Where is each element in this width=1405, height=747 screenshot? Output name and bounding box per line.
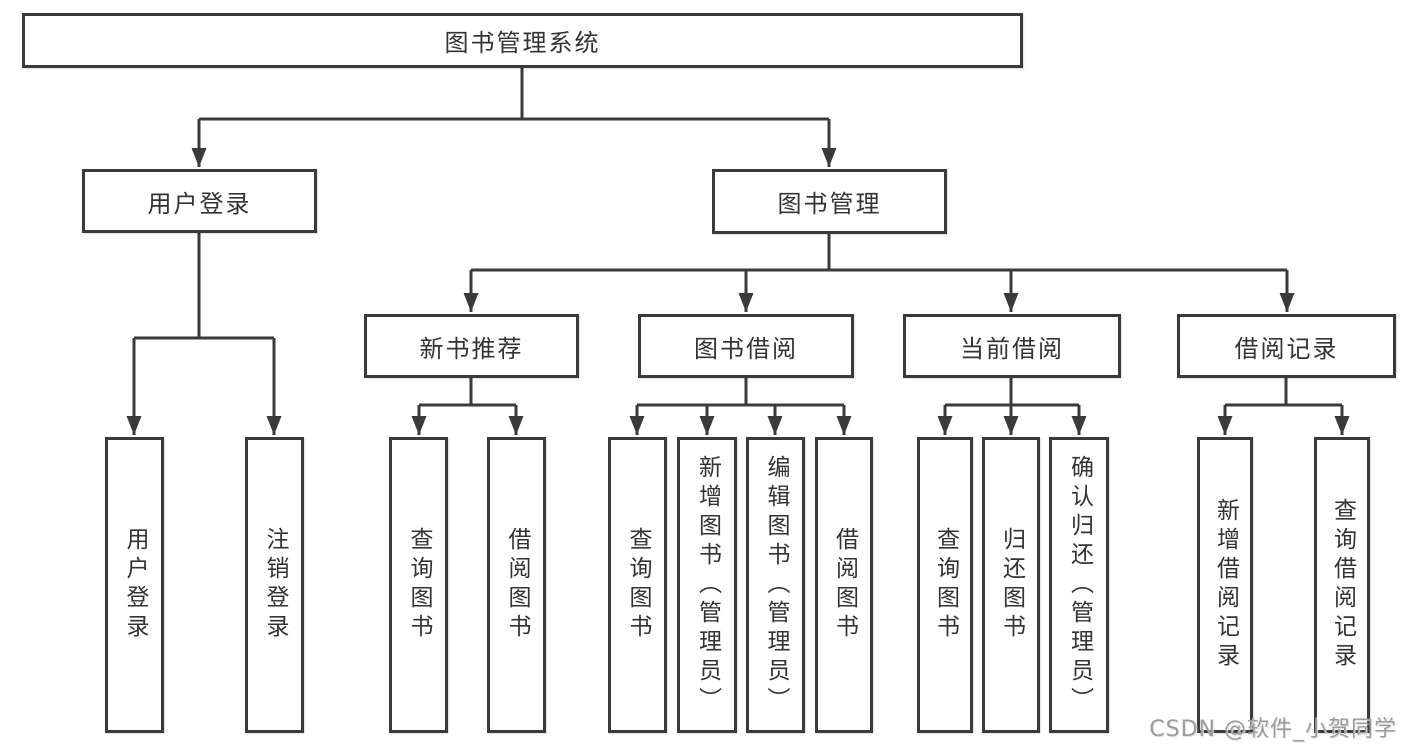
leaf-logout: 注销登录	[245, 437, 304, 733]
node-root-library-system: 图书管理系统	[22, 13, 1023, 68]
node-current-borrow: 当前借阅	[903, 314, 1121, 378]
leaf-label: 查询借阅记录	[1329, 498, 1356, 672]
leaf-label: 查询图书	[406, 527, 432, 643]
node-label: 图书借阅	[694, 334, 798, 363]
leaf-user-login: 用户登录	[105, 437, 164, 733]
node-label: 图书管理系统	[444, 29, 601, 57]
leaf-label: 新增借阅记录	[1212, 498, 1239, 672]
node-label: 图书管理	[777, 190, 882, 218]
node-book-management: 图书管理	[712, 169, 947, 234]
node-book-borrow: 图书借阅	[638, 314, 854, 378]
leaf-label: 新增图书（管理员）	[694, 454, 721, 716]
node-label: 用户登录	[147, 189, 252, 218]
leaf-label: 借阅图书	[504, 527, 530, 643]
leaf-label: 归还图书	[998, 527, 1025, 643]
leaf-label: 查询图书	[932, 527, 959, 643]
leaf-newbook-query-book: 查询图书	[389, 437, 448, 733]
node-label: 借阅记录	[1234, 334, 1339, 363]
leaf-borrow-edit-book-admin: 编辑图书（管理员）	[746, 437, 805, 733]
leaf-current-query-book: 查询图书	[917, 437, 973, 733]
csdn-watermark: CSDN @软件_小贺同学	[1149, 717, 1397, 742]
leaf-newbook-borrow-book: 借阅图书	[487, 437, 546, 733]
node-new-book-recommend: 新书推荐	[364, 314, 579, 378]
node-user-login: 用户登录	[82, 169, 317, 233]
leaf-current-confirm-return-admin: 确认归还（管理员）	[1049, 437, 1109, 733]
leaf-borrow-borrow-book: 借阅图书	[815, 437, 873, 733]
leaf-borrow-query-book: 查询图书	[608, 437, 667, 733]
leaf-label: 确认归还（管理员）	[1066, 454, 1093, 716]
node-label: 当前借阅	[960, 334, 1064, 363]
node-label: 新书推荐	[419, 334, 524, 363]
leaf-borrow-add-book-admin: 新增图书（管理员）	[677, 437, 737, 733]
leaf-label: 用户登录	[122, 527, 148, 643]
leaf-label: 借阅图书	[831, 527, 858, 643]
leaf-record-add-borrow-record: 新增借阅记录	[1197, 437, 1253, 733]
leaf-record-query-borrow-record: 查询借阅记录	[1314, 437, 1370, 733]
leaf-label: 编辑图书（管理员）	[763, 454, 789, 716]
leaf-current-return-book: 归还图书	[982, 437, 1040, 733]
node-borrow-record: 借阅记录	[1177, 314, 1396, 378]
leaf-label: 注销登录	[262, 527, 288, 643]
leaf-label: 查询图书	[625, 527, 651, 643]
